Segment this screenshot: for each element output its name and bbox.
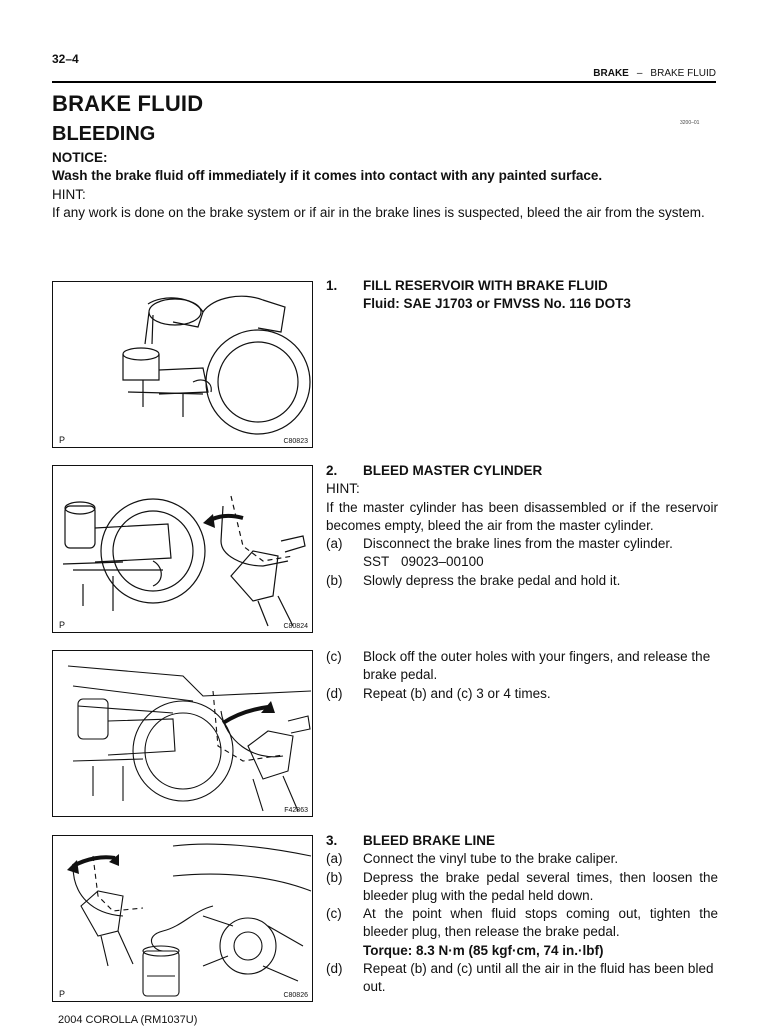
figure-bleed-brake-line: P C80826 xyxy=(52,835,313,1002)
step-3b-text: Depress the brake pedal several times, t… xyxy=(363,869,718,903)
figure-letter: P xyxy=(59,435,66,445)
sst-line: SST 09023–00100 xyxy=(326,553,718,571)
running-header-section: BRAKE xyxy=(593,68,629,79)
notice-text: Wash the brake fluid off immediately if … xyxy=(52,168,603,183)
running-header-subsection: BRAKE FLUID xyxy=(650,68,716,79)
figure-bleed-master-cylinder: P C80824 xyxy=(52,465,313,633)
sst-label: SST xyxy=(363,554,390,570)
step-2a-text: Disconnect the brake lines from the mast… xyxy=(363,536,673,552)
running-header-separator: – xyxy=(636,68,643,79)
master-cylinder-illustration xyxy=(62,495,306,627)
figure-letter: P xyxy=(59,989,66,999)
step-2-continued: (c) Block off the outer holes with your … xyxy=(326,648,718,703)
step-3a-text: Connect the vinyl tube to the brake cali… xyxy=(363,851,619,867)
step-3d-label: (d) xyxy=(326,961,343,977)
figure-block-outer-holes: F42863 xyxy=(52,650,313,817)
step-3c-label: (c) xyxy=(326,906,342,922)
step-2c-label: (c) xyxy=(326,649,342,664)
step-1-fluid-spec: Fluid: SAE J1703 or FMVSS No. 116 DOT3 xyxy=(363,296,631,312)
step-3a-label: (a) xyxy=(326,851,343,867)
fill-reservoir-illustration xyxy=(122,295,311,435)
notice-label: NOTICE: xyxy=(52,150,108,165)
page-number: 32–4 xyxy=(52,52,79,66)
figure-code: C80824 xyxy=(283,623,308,630)
header-rule xyxy=(52,81,716,83)
step-2-title: BLEED MASTER CYLINDER xyxy=(363,463,543,478)
step-3b-label: (b) xyxy=(326,869,343,885)
sst-value: 09023–00100 xyxy=(401,554,484,570)
step-3-title: BLEED BRAKE LINE xyxy=(363,833,496,848)
step-1-title: FILL RESERVOIR WITH BRAKE FLUID xyxy=(363,278,608,293)
figure-letter: P xyxy=(59,620,66,630)
figure-code: F42863 xyxy=(284,807,308,814)
page-title: BRAKE FLUID xyxy=(52,91,204,116)
step-2-hint-label: HINT: xyxy=(326,481,360,497)
brake-line-illustration xyxy=(67,843,312,997)
section-title: BLEEDING xyxy=(52,123,156,145)
step-1: 1. FILL RESERVOIR WITH BRAKE FLUID Fluid… xyxy=(326,277,718,314)
step-2b-label: (b) xyxy=(326,572,343,588)
step-2a-label: (a) xyxy=(326,536,343,552)
step-2d-text: Repeat (b) and (c) 3 or 4 times. xyxy=(363,685,551,701)
running-header: BRAKE–BRAKE FLUID xyxy=(0,68,716,79)
step-1-number: 1. xyxy=(326,278,338,293)
torque-spec: Torque: 8.3 N·m (85 kgf·cm, 74 in.·lbf) xyxy=(363,942,604,958)
step-2b-text: Slowly depress the brake pedal and hold … xyxy=(363,572,621,588)
outer-holes-illustration xyxy=(67,665,312,812)
step-3d-text: Repeat (b) and (c) until all the air in … xyxy=(363,961,714,995)
page-footer: 2004 COROLLA (RM1037U) xyxy=(58,1014,198,1026)
step-3-number: 3. xyxy=(326,833,338,848)
section-code: 3200–01 xyxy=(680,120,700,126)
step-2-hint-text: If the master cylinder has been disassem… xyxy=(326,499,718,533)
figure-code: C80823 xyxy=(283,438,308,445)
step-2-number: 2. xyxy=(326,463,338,478)
step-2c-text: Block off the outer holes with your fing… xyxy=(363,649,711,683)
figure-code: C80826 xyxy=(283,992,308,999)
hint-label: HINT: xyxy=(52,187,86,202)
hint-text: If any work is done on the brake system … xyxy=(52,205,705,220)
step-2d-label: (d) xyxy=(326,685,343,701)
figure-fill-reservoir: P C80823 xyxy=(52,281,313,448)
step-3: 3. BLEED BRAKE LINE (a) Connect the viny… xyxy=(326,832,718,997)
step-2: 2. BLEED MASTER CYLINDER HINT: If the ma… xyxy=(326,462,718,590)
step-3c-text: At the point when fluid stops coming out… xyxy=(363,906,718,940)
